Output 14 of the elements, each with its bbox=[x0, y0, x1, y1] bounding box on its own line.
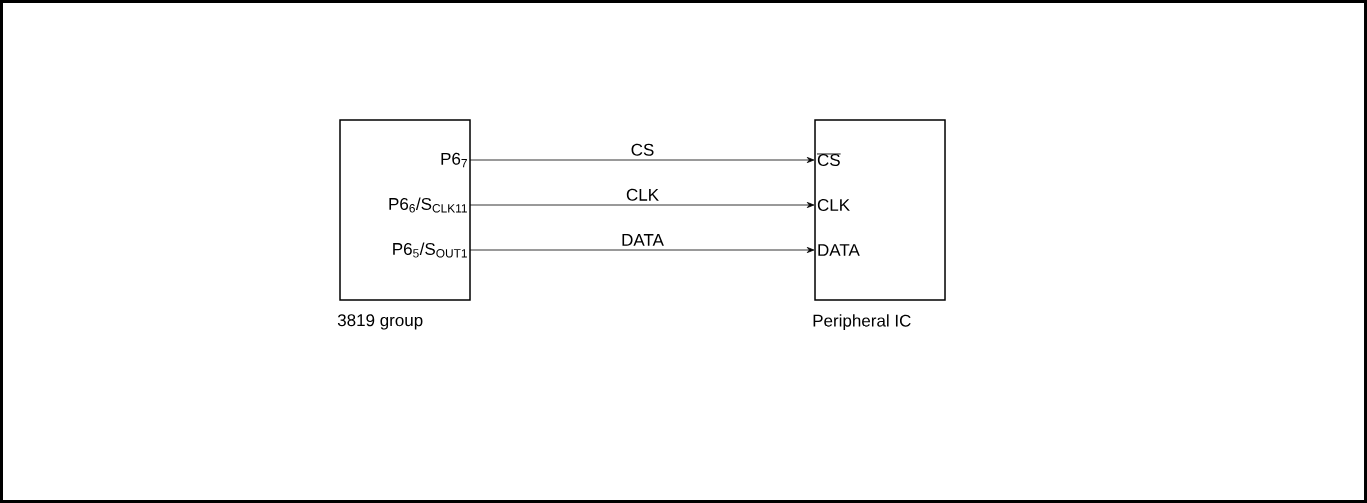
pin-label: P6$_{7}$ bbox=[441, 152, 467, 168]
edge-label: DATA bbox=[622, 234, 664, 246]
node-label: Peripheral IC bbox=[813, 314, 911, 331]
pin-label: CLK bbox=[817, 199, 850, 212]
edge-label: CLK bbox=[626, 188, 659, 201]
pin-label: DATA bbox=[818, 244, 860, 256]
pin-label: CS bbox=[816, 153, 842, 167]
arrow bbox=[469, 247, 815, 253]
pin-label: P6$_{6}$/S$_{CLK11}$ bbox=[389, 197, 467, 213]
node-label: 3819 group bbox=[337, 314, 423, 330]
edge-label: CS bbox=[631, 143, 654, 156]
arrow bbox=[469, 157, 815, 163]
pin-label: P6$_{5}$/S$_{OUT1}$ bbox=[393, 242, 467, 258]
arrow bbox=[469, 202, 815, 208]
